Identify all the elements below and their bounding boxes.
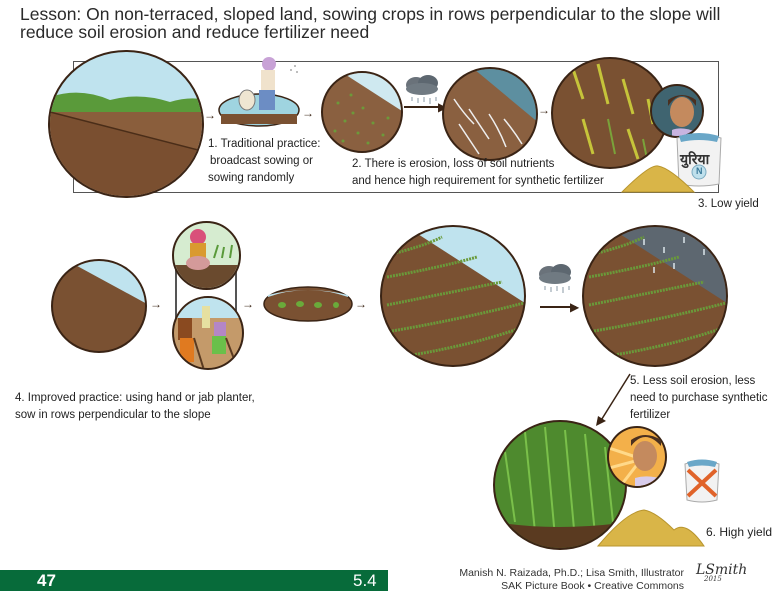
illustrator-signature: LSmith 2015 (696, 562, 748, 583)
connector-line (175, 268, 177, 318)
arrow-icon: → (204, 108, 216, 122)
step1-caption: 1. Traditional practice: broadcast sowin… (208, 138, 321, 184)
footer-bar (0, 570, 388, 591)
credits: Manish N. Raizada, Ph.D.; Lisa Smith, Il… (459, 567, 684, 592)
small-grain-pile (620, 164, 696, 194)
bare-slope-illustration (51, 259, 147, 353)
happy-farmer-portrait (607, 426, 667, 488)
erosion-rain-illustration (442, 67, 538, 161)
seedlings-row-illustration (262, 285, 354, 323)
worried-farmer-portrait (650, 84, 704, 138)
step3-caption: 3. Low yield (698, 198, 759, 210)
rain-cloud-icon (533, 262, 579, 296)
step4-caption: 4. Improved practice: using hand or jab … (15, 392, 255, 421)
low-yield-crop-illustration (551, 57, 669, 169)
step5-caption: 5. Less soil erosion, less need to purch… (630, 375, 768, 421)
diagonal-arrow-icon (594, 372, 634, 428)
crossed-out-urea-bag (682, 458, 722, 504)
arrow-icon: → (150, 297, 162, 311)
hand-planting-illustration (172, 221, 241, 290)
arrow-icon: → (302, 106, 314, 120)
rain-on-contour-rows-illustration (582, 225, 728, 367)
rain-cloud-icon (400, 73, 446, 107)
step2-caption: 2. There is erosion, loss of soil nutrie… (352, 158, 604, 187)
arrow-icon (404, 106, 444, 108)
large-grain-pile (596, 506, 706, 548)
section-number: 5.4 (353, 571, 377, 590)
contour-rows-illustration (380, 225, 526, 367)
hillside-illustration (48, 50, 204, 198)
arrow-icon: → (355, 297, 367, 311)
connector-line (235, 268, 237, 318)
arrow-icon: → (538, 103, 550, 117)
high-yield-crop-illustration (493, 420, 627, 550)
random-seeded-slope-illustration (321, 71, 403, 153)
page-number: 47 (37, 571, 56, 590)
jab-planter-illustration (172, 296, 244, 370)
urea-fertilizer-bag (673, 132, 725, 188)
nitrogen-symbol: N (696, 166, 703, 176)
lesson-title: Lesson: On non-terraced, sloped land, so… (20, 4, 721, 42)
arrow-icon (540, 306, 576, 308)
step6-caption: 6. High yield (706, 525, 773, 539)
arrow-icon: → (242, 297, 254, 311)
farmer-broadcast-sowing-illustration (217, 52, 301, 130)
arrow-icon: ▶ (570, 300, 580, 314)
urea-bag-label: युरिया (680, 151, 710, 167)
